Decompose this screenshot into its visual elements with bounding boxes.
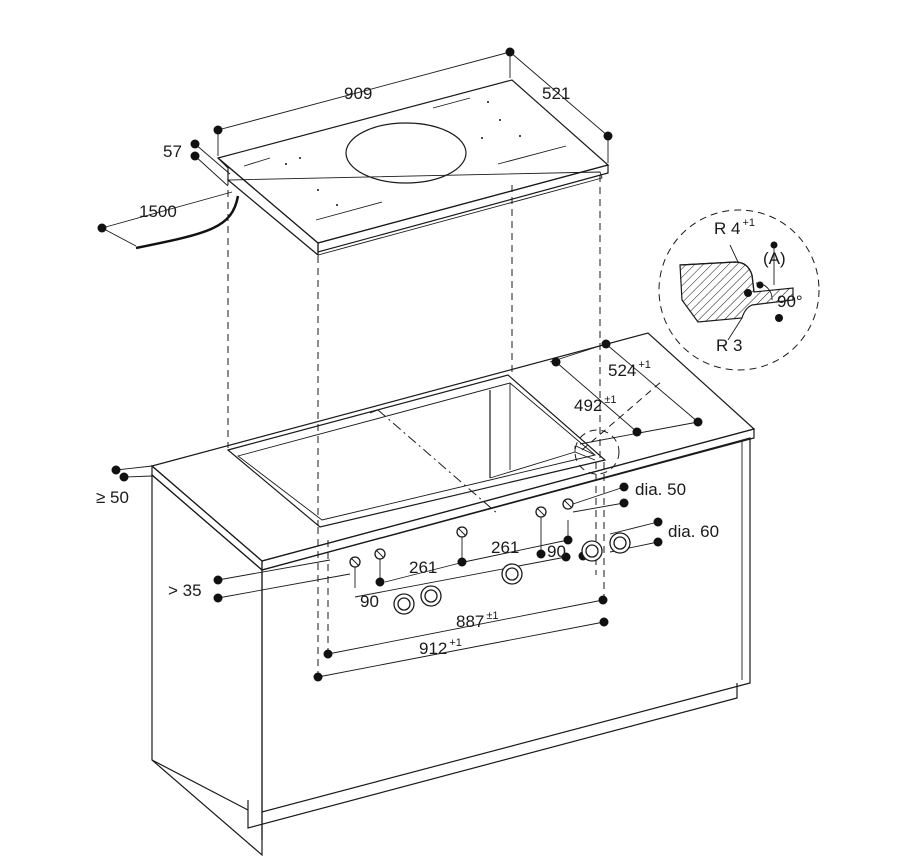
dim-cutout-width-outer: 912+1 <box>419 637 462 658</box>
dim-knob-spacing-a: 261 <box>409 558 437 577</box>
dim-cutout-depth: 524+1 <box>608 359 651 380</box>
dim-cutout-depth-inner: 492±1 <box>574 394 617 415</box>
detail-angle: 90° <box>777 292 803 311</box>
detail-radius-bottom: R 3 <box>716 336 742 355</box>
detail-marker: (A) <box>763 249 786 268</box>
control-knob <box>501 563 523 585</box>
dimension-dots <box>97 47 703 682</box>
dim-knob-pair-right: 90 <box>547 542 566 561</box>
cutout <box>226 374 607 528</box>
dim-knob-pair-left: 90 <box>360 592 379 611</box>
control-knob <box>393 593 415 615</box>
dim-height: 57 <box>163 142 182 161</box>
dimension-lines <box>101 51 699 678</box>
hole-marker <box>349 556 361 568</box>
detail-radius-top: R 4+1 <box>714 217 755 238</box>
dim-depth: 521 <box>542 84 570 103</box>
control-knob <box>420 585 442 607</box>
hole-marker <box>535 506 547 518</box>
dim-width: 909 <box>344 84 372 103</box>
hole-marker <box>374 548 386 560</box>
hole-marker <box>562 498 574 510</box>
dimension-labels: 909 521 57 1500 ≥ 50 > 35 524+1 492±1 26… <box>96 84 803 658</box>
dim-cutout-width-inner: 887±1 <box>456 610 499 631</box>
power-cable <box>135 195 240 250</box>
control-knob <box>581 540 603 562</box>
edge-detail <box>574 209 820 475</box>
dim-cable: 1500 <box>139 202 177 221</box>
dim-clearance-front: > 35 <box>168 581 202 600</box>
dim-knob-spacing-b: 261 <box>491 538 519 557</box>
hole-marker <box>456 526 468 538</box>
dim-hole-large: dia. 60 <box>668 522 719 541</box>
cooktop <box>135 79 610 257</box>
projection-lines <box>227 175 663 676</box>
control-knob <box>609 532 631 554</box>
dim-hole-small: dia. 50 <box>635 480 686 499</box>
cooking-zone <box>345 122 467 184</box>
dim-clearance-back: ≥ 50 <box>96 488 129 507</box>
knobs <box>349 498 631 615</box>
